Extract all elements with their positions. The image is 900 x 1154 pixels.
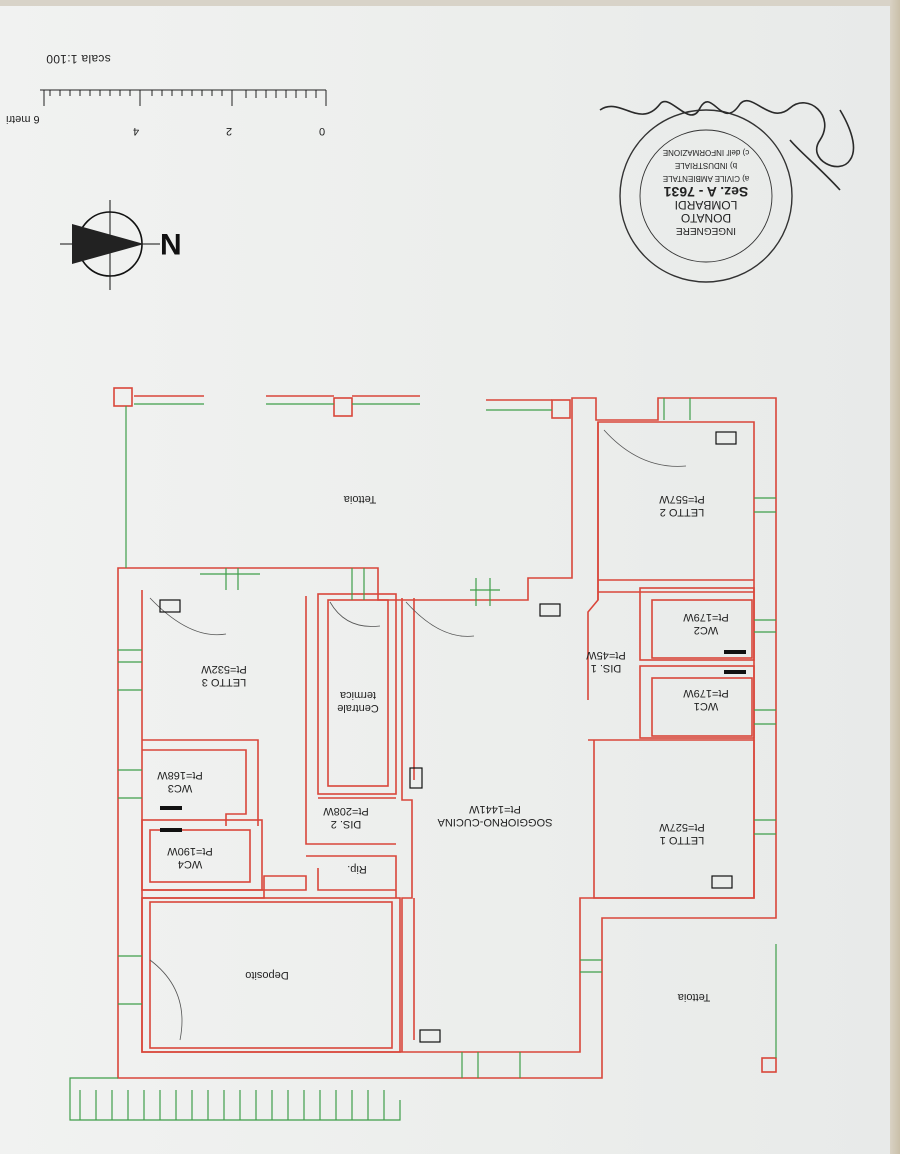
sheet-top-edge — [0, 0, 900, 6]
north-arrow — [60, 200, 160, 290]
wall-wc1 — [639, 665, 755, 739]
scale-tick-0: 0 — [319, 125, 326, 137]
signature — [599, 99, 855, 191]
pillar — [551, 399, 571, 419]
wall-soggiorno-left — [401, 598, 415, 1052]
scale-label: scala 1:100 — [46, 52, 111, 66]
wall-centrale — [317, 593, 397, 795]
pillar — [113, 387, 133, 407]
wall-letto2-dis — [587, 422, 599, 700]
scale-bar — [40, 89, 327, 106]
windows — [69, 398, 777, 1121]
wc-fixtures — [160, 650, 746, 832]
tettoia-beam — [134, 395, 552, 401]
stamp-text: INGEGNERE DONATO LOMBARDI Sez. A - 7631 … — [662, 148, 750, 236]
room-tettoia-bottom: Tettoia — [677, 991, 711, 1003]
wall-wc4 — [142, 875, 307, 899]
walls — [113, 387, 777, 1079]
wall-dis2 — [305, 596, 397, 898]
pillar — [761, 1057, 777, 1073]
scale-tick-4: 4 — [133, 125, 140, 137]
scale-tick-2: 2 — [226, 125, 233, 137]
binding-edge — [890, 0, 900, 1154]
pillar — [333, 397, 353, 417]
north-label: N — [160, 227, 182, 260]
radiators — [159, 431, 737, 1043]
wall-letto1 — [588, 739, 755, 899]
wall-wc2 — [639, 587, 755, 661]
scale-tick-6: 6 metri — [6, 113, 40, 125]
wall-deposito — [149, 901, 393, 1049]
room-deposito: Deposito — [245, 969, 289, 981]
engineer-stamp — [619, 109, 793, 283]
room-rip: Rip. — [347, 863, 367, 875]
outer-wall — [117, 397, 777, 1079]
room-tettoia-top: Tettoia — [343, 493, 377, 505]
wall-letto2-bottom — [598, 579, 754, 593]
door-swings — [149, 429, 687, 1041]
wall-letto3 — [142, 739, 259, 826]
